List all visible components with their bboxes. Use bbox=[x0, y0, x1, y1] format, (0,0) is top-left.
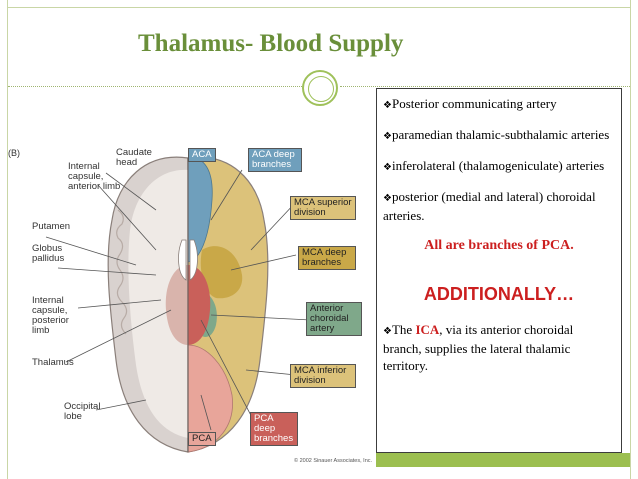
box-anterior-choroidal: Anterior choroidal artery bbox=[306, 302, 362, 336]
label-thalamus: Thalamus bbox=[32, 357, 74, 368]
bullet-diamond-icon: ❖ bbox=[383, 326, 392, 337]
slide-border-right bbox=[630, 0, 631, 479]
bullet-diamond-icon: ❖ bbox=[383, 131, 392, 142]
footer-accent-bar bbox=[376, 453, 630, 467]
title-divider-left bbox=[8, 86, 304, 87]
ica-bullet: ❖The ICA, via its anterior choroidal bra… bbox=[383, 322, 574, 373]
box-mca-deep: MCA deep branches bbox=[298, 246, 356, 270]
label-internal-capsule-posterior: Internal capsule, posterior limb bbox=[32, 295, 69, 336]
label-occipital-lobe: Occipital lobe bbox=[64, 401, 101, 422]
slide-border-left bbox=[7, 0, 8, 479]
box-mca-superior: MCA superior division bbox=[290, 196, 356, 220]
label-internal-capsule-anterior: Internal capsule, anterior limb bbox=[68, 161, 121, 192]
bullet-1: ❖Posterior communicating artery bbox=[383, 96, 557, 111]
bullet-diamond-icon: ❖ bbox=[383, 162, 392, 173]
title-divider-right bbox=[340, 86, 630, 87]
additionally-heading: ADDITIONALLY… bbox=[423, 284, 575, 304]
bullet-2: ❖paramedian thalamic-subthalamic arterie… bbox=[383, 127, 610, 142]
label-globus-pallidus: Globus pallidus bbox=[32, 243, 65, 264]
ica-highlight: ICA bbox=[415, 322, 440, 337]
bullet-4: ❖posterior (medial and lateral) choroida… bbox=[383, 189, 596, 223]
box-mca-inferior: MCA inferior division bbox=[290, 364, 356, 388]
box-pca: PCA bbox=[188, 432, 216, 446]
figure-panel-label: (B) bbox=[8, 148, 20, 158]
box-aca: ACA bbox=[188, 148, 216, 162]
figure-copyright: © 2002 Sinauer Associates, Inc. bbox=[294, 458, 373, 464]
box-aca-deep: ACA deep branches bbox=[248, 148, 302, 172]
brain-axial-section-illustration bbox=[45, 156, 312, 453]
divider-ring-ornament bbox=[302, 70, 338, 106]
bullet-3: ❖inferolateral (thalamogeniculate) arter… bbox=[383, 158, 605, 173]
content-panel: ❖Posterior communicating artery ❖paramed… bbox=[376, 88, 622, 453]
label-caudate-head: Caudate head bbox=[116, 147, 152, 168]
brain-blood-supply-figure: (B) Caudate head Internal capsule, anter… bbox=[6, 140, 372, 470]
slide-title: Thalamus- Blood Supply bbox=[138, 30, 404, 57]
bullet-diamond-icon: ❖ bbox=[383, 100, 392, 111]
label-putamen: Putamen bbox=[32, 221, 71, 232]
box-pca-deep: PCA deep branches bbox=[250, 412, 298, 446]
branch-note: All are branches of PCA. bbox=[424, 238, 574, 253]
bullet-diamond-icon: ❖ bbox=[383, 193, 392, 204]
slide-border-top bbox=[7, 7, 631, 8]
